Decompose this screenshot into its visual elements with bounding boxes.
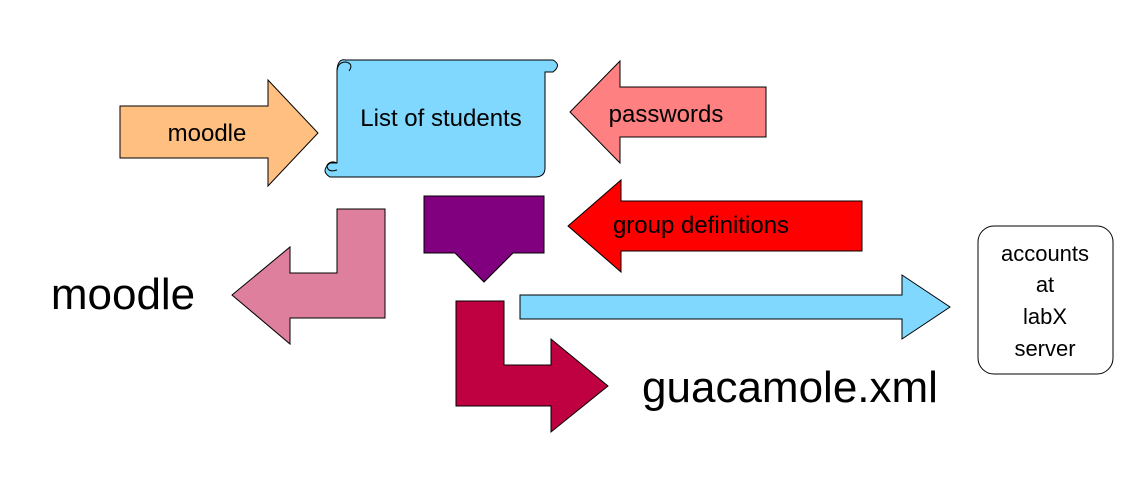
accounts-line-4: server <box>1014 336 1075 361</box>
moodle-input-arrow-shape <box>119 78 319 188</box>
process-down-arrow <box>423 195 545 283</box>
accounts-box: accounts at labX server <box>977 225 1114 375</box>
student-list-label: List of students <box>360 105 521 132</box>
moodle-output-arrow: moodle <box>51 208 386 346</box>
moodle-output-arrow-shape <box>231 208 386 346</box>
accounts-line-3: labX <box>1023 304 1067 329</box>
scroll-bottom-curl <box>326 161 338 172</box>
accounts-line-2: at <box>1036 272 1054 297</box>
moodle-input-label: moodle <box>168 120 247 147</box>
guacamole-output-arrow: guacamole.xml <box>455 300 938 434</box>
guacamole-output-label: guacamole.xml <box>642 363 938 412</box>
passwords-label: passwords <box>609 101 724 128</box>
moodle-output-label: moodle <box>51 270 195 319</box>
passwords-arrow: passwords <box>569 59 767 165</box>
moodle-input-arrow: moodle <box>119 78 319 188</box>
group-definitions-label: group definitions <box>613 212 789 239</box>
accounts-line-1: accounts <box>1001 241 1089 266</box>
scroll-top-curl <box>336 61 352 73</box>
passwords-arrow-shape <box>569 59 767 165</box>
accounts-arrow <box>519 274 951 340</box>
accounts-box-frame <box>977 225 1114 375</box>
group-definitions-arrow-shape <box>567 178 863 274</box>
group-definitions-arrow: group definitions <box>567 178 863 274</box>
guacamole-output-arrow-shape <box>455 300 609 434</box>
student-list-scroll: List of students <box>324 59 558 178</box>
